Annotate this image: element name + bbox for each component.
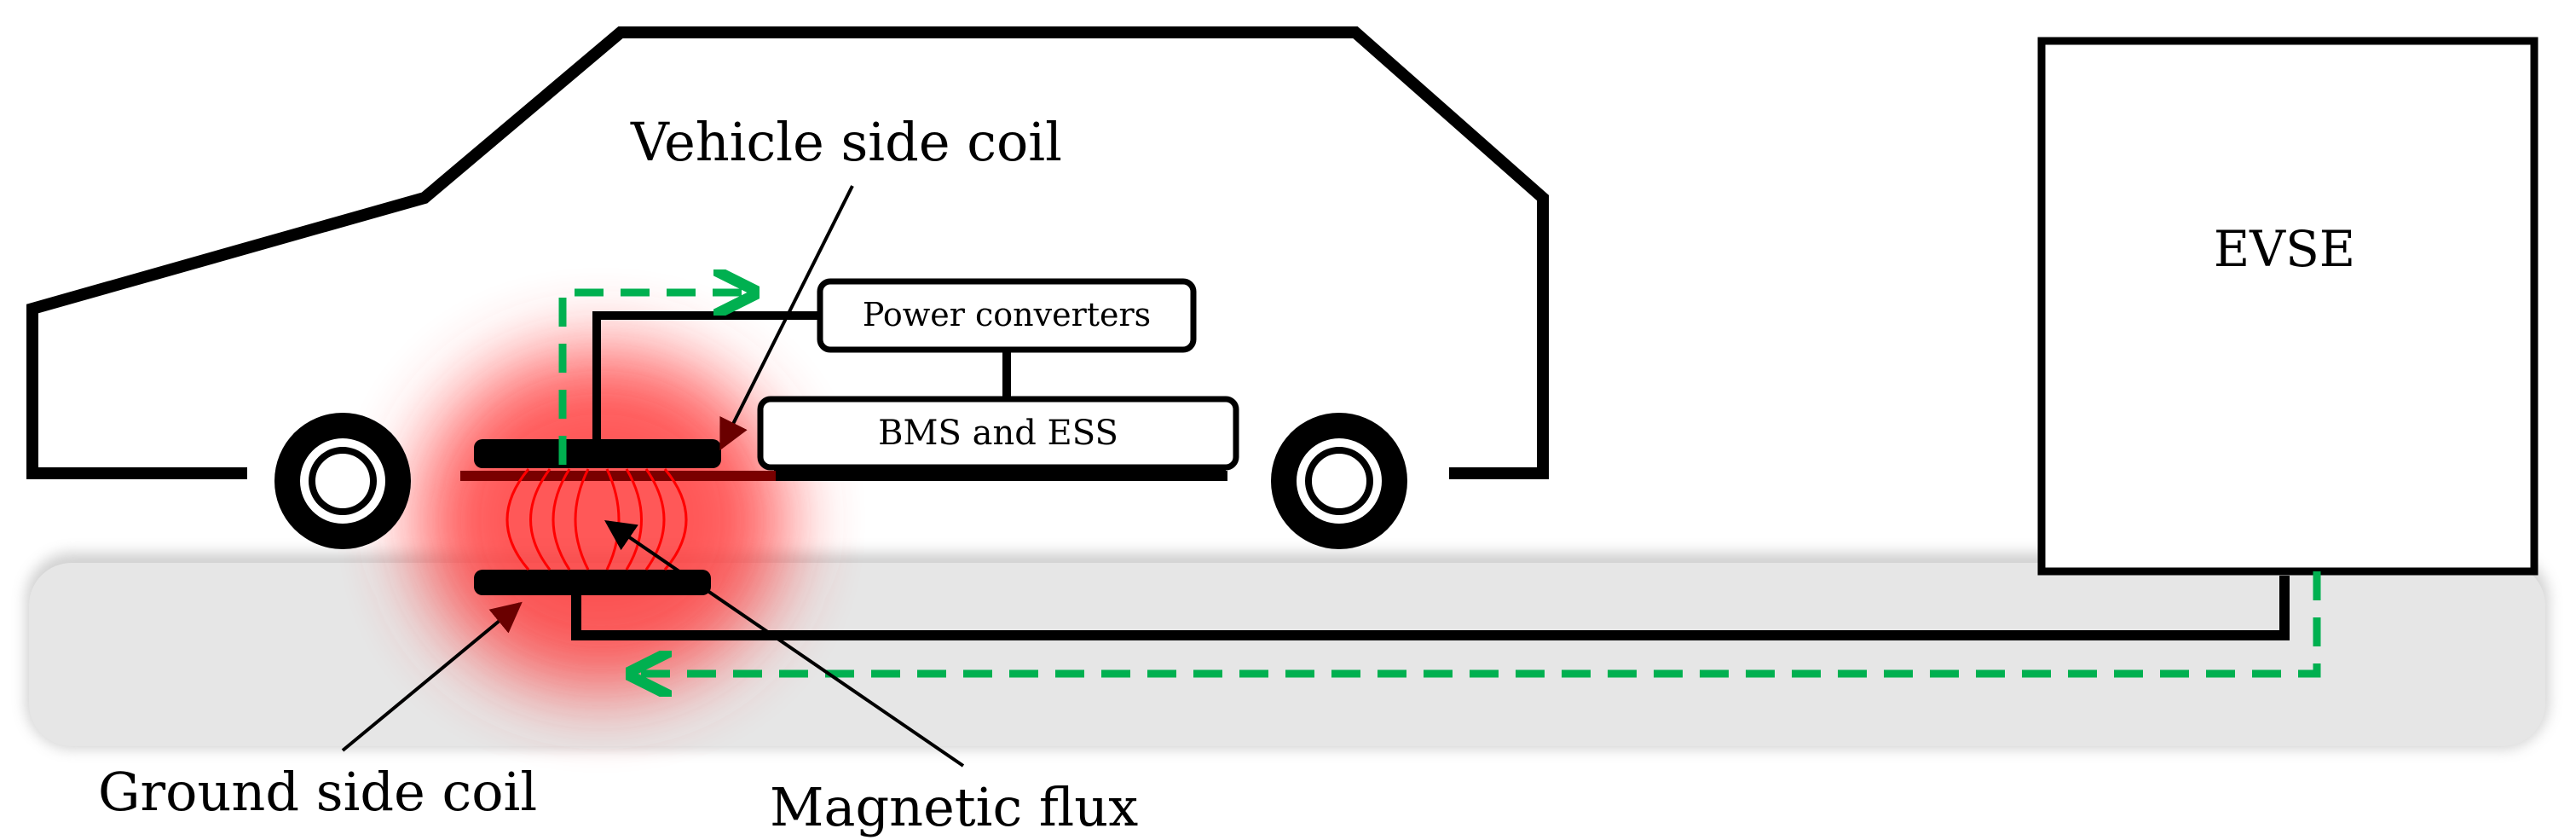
vehicle-side-coil <box>474 439 721 468</box>
ground-wire <box>571 576 2290 640</box>
ground-side-coil-label: Ground side coil <box>98 761 537 823</box>
ground-surface <box>29 563 2545 746</box>
evse-label: EVSE <box>2214 220 2355 278</box>
front-wheel <box>1271 413 1407 549</box>
bms-ess-box <box>757 396 1239 471</box>
power-flow-path-ground <box>635 571 2321 674</box>
power-converters-label: Power converters <box>863 296 1151 333</box>
vehicle-coil-leader <box>719 185 854 451</box>
rear-wheel <box>274 413 411 549</box>
ground-side-coil <box>474 570 711 595</box>
ground-coil-leader <box>341 601 523 752</box>
power-flow-path-vehicle <box>558 293 750 465</box>
magnetic-flux-lines <box>505 468 688 571</box>
magnetic-flux-label: Magnetic flux <box>770 776 1138 838</box>
vehicle-side-coil-label: Vehicle side coil <box>630 111 1062 173</box>
bms-ess-label: BMS and ESS <box>878 414 1118 453</box>
evse-box <box>2037 37 2538 576</box>
vehicle-coil-wire <box>592 311 820 442</box>
magnetic-flux-leader <box>604 519 965 768</box>
